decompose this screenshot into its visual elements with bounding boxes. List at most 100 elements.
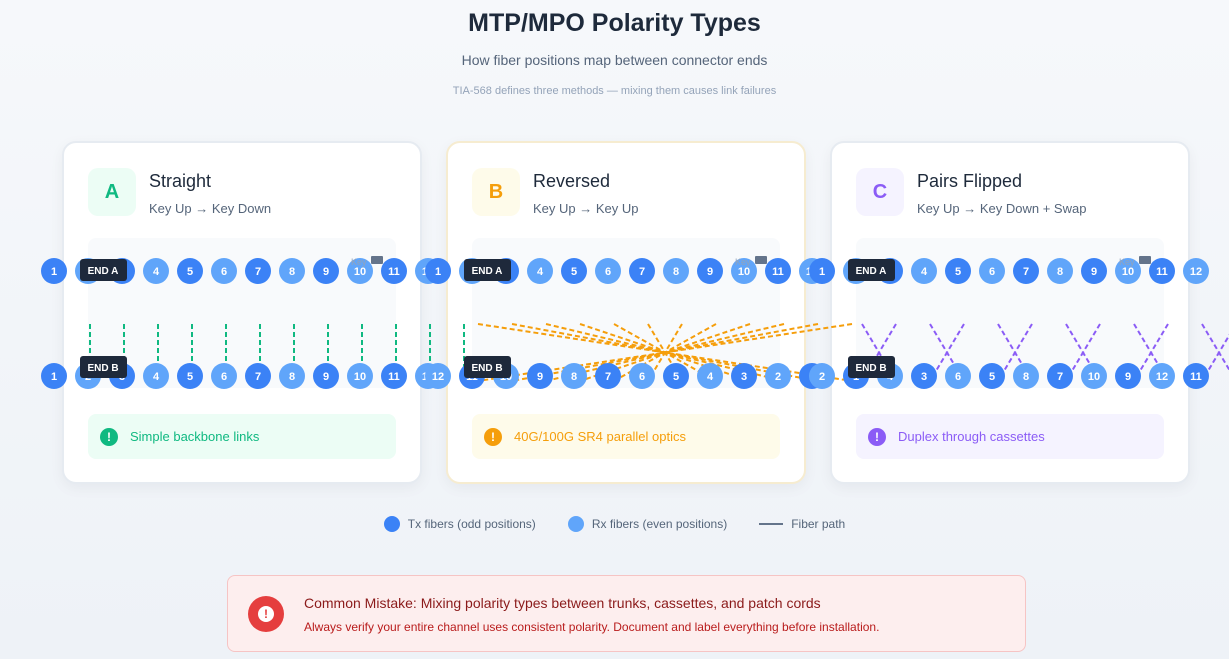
fiber-position: 7 bbox=[1013, 258, 1039, 284]
fiber-position: 8 bbox=[1047, 258, 1073, 284]
fiber-dot bbox=[697, 363, 723, 389]
legend: Tx fibers (odd positions) Rx fibers (eve… bbox=[0, 516, 1229, 532]
legend-tx-label: Tx fibers (odd positions) bbox=[407, 517, 536, 531]
fiber-dot bbox=[313, 363, 339, 389]
fiber-position: 8 bbox=[279, 258, 305, 284]
fiber-number: 7 bbox=[1057, 371, 1063, 383]
fiber-number: 9 bbox=[537, 371, 543, 383]
card-subtitle: Key Up → Key Up bbox=[533, 201, 639, 216]
fiber-dot bbox=[731, 258, 757, 284]
fiber-dot bbox=[911, 363, 937, 389]
card-title: Pairs Flipped bbox=[917, 171, 1023, 191]
fiber-dot bbox=[809, 363, 835, 389]
fiber-position: 8 bbox=[561, 363, 587, 389]
fiber-number: 5 bbox=[673, 371, 679, 383]
fiber-dot bbox=[629, 363, 655, 389]
end-label-text: END A bbox=[88, 266, 119, 277]
fiber-number: 7 bbox=[639, 266, 645, 278]
fiber-position: 4 bbox=[143, 363, 169, 389]
fiber-position: 9 bbox=[313, 363, 339, 389]
fiber-number: 5 bbox=[187, 371, 193, 383]
type-badge: A bbox=[88, 168, 136, 216]
page-subtitle: How fiber positions map between connecto… bbox=[461, 52, 768, 68]
fiber-position: 5 bbox=[663, 363, 689, 389]
fiber-number: 6 bbox=[221, 371, 227, 383]
fiber-number: 5 bbox=[571, 266, 577, 278]
fiber-position: 7 bbox=[595, 363, 621, 389]
fiber-dot bbox=[143, 258, 169, 284]
fiber-path bbox=[997, 323, 1033, 382]
fiber-position: 6 bbox=[945, 363, 971, 389]
fiber-number: 9 bbox=[1125, 371, 1131, 383]
fiber-position: 10 bbox=[347, 363, 373, 389]
fiber-position: 6 bbox=[595, 258, 621, 284]
fiber-number: 1 bbox=[819, 266, 825, 278]
fiber-position: 12 bbox=[425, 363, 451, 389]
fiber-dot bbox=[663, 258, 689, 284]
type-badge: B bbox=[472, 168, 520, 216]
info-icon: ! bbox=[100, 427, 118, 446]
fiber-position: 6 bbox=[211, 258, 237, 284]
fiber-dot bbox=[1149, 258, 1175, 284]
key-indicator: Key bbox=[1119, 256, 1151, 267]
fiber-position: 12 bbox=[1149, 363, 1175, 389]
fiber-dot bbox=[279, 363, 305, 389]
usage-note-text: Duplex through cassettes bbox=[898, 429, 1045, 444]
diagram-area bbox=[856, 238, 1164, 388]
fiber-dot bbox=[245, 363, 271, 389]
fiber-position: 6 bbox=[211, 363, 237, 389]
fiber-path-line-icon bbox=[759, 523, 784, 525]
fiber-position: 4 bbox=[527, 258, 553, 284]
end-a-label: END A bbox=[80, 259, 127, 281]
fiber-dot bbox=[347, 258, 373, 284]
fiber-position: 5 bbox=[979, 363, 1005, 389]
fiber-dot bbox=[425, 363, 451, 389]
page-title: MTP/MPO Polarity Types bbox=[468, 9, 761, 37]
warning-banner: ! Common Mistake: Mixing polarity types … bbox=[227, 575, 1026, 652]
fiber-position: 7 bbox=[245, 258, 271, 284]
fiber-number: 8 bbox=[289, 266, 295, 278]
end-b-label: END B bbox=[80, 356, 127, 378]
fiber-dot bbox=[1115, 258, 1141, 284]
fiber-position: 10 bbox=[1115, 258, 1141, 284]
fiber-dot bbox=[979, 363, 1005, 389]
end-label-text: END B bbox=[87, 363, 118, 374]
fiber-dot bbox=[347, 363, 373, 389]
end-label-text: END A bbox=[856, 266, 887, 277]
card-subtitle: Key Up → Key Down + Swap bbox=[917, 201, 1087, 216]
fiber-number: 4 bbox=[153, 266, 160, 278]
fiber-number: 9 bbox=[707, 266, 713, 278]
fiber-position: 9 bbox=[1115, 363, 1141, 389]
rx-dot-icon bbox=[567, 516, 584, 532]
fiber-number: 8 bbox=[1057, 266, 1063, 278]
fiber-dot bbox=[1013, 258, 1039, 284]
fiber-number: 9 bbox=[323, 371, 329, 383]
fiber-number: 1 bbox=[51, 371, 57, 383]
fiber-dot bbox=[1081, 258, 1107, 284]
fiber-position: 6 bbox=[629, 363, 655, 389]
fiber-number: 4 bbox=[537, 266, 544, 278]
usage-note: ! Simple backbone links bbox=[88, 414, 396, 459]
type-badge: C bbox=[856, 168, 904, 216]
fiber-dot bbox=[595, 363, 621, 389]
fiber-number: 11 bbox=[1190, 371, 1202, 383]
fiber-path bbox=[861, 323, 897, 382]
fiber-position: 5 bbox=[561, 258, 587, 284]
fiber-number: 2 bbox=[819, 371, 825, 383]
legend-path-label: Fiber path bbox=[791, 517, 846, 531]
fiber-number: 4 bbox=[707, 371, 714, 383]
fiber-dot bbox=[381, 258, 407, 284]
fiber-number: 9 bbox=[1091, 266, 1097, 278]
fiber-number: 10 bbox=[1122, 266, 1134, 278]
fiber-position: 7 bbox=[245, 363, 271, 389]
fiber-number: 12 bbox=[1190, 266, 1202, 278]
fiber-position: 4 bbox=[911, 258, 937, 284]
usage-note: ! 40G/100G SR4 parallel optics bbox=[472, 414, 780, 459]
fiber-number: 7 bbox=[605, 371, 611, 383]
fiber-position: 11 bbox=[381, 363, 407, 389]
fiber-number: 4 bbox=[921, 266, 928, 278]
fiber-position: 11 bbox=[381, 258, 407, 284]
